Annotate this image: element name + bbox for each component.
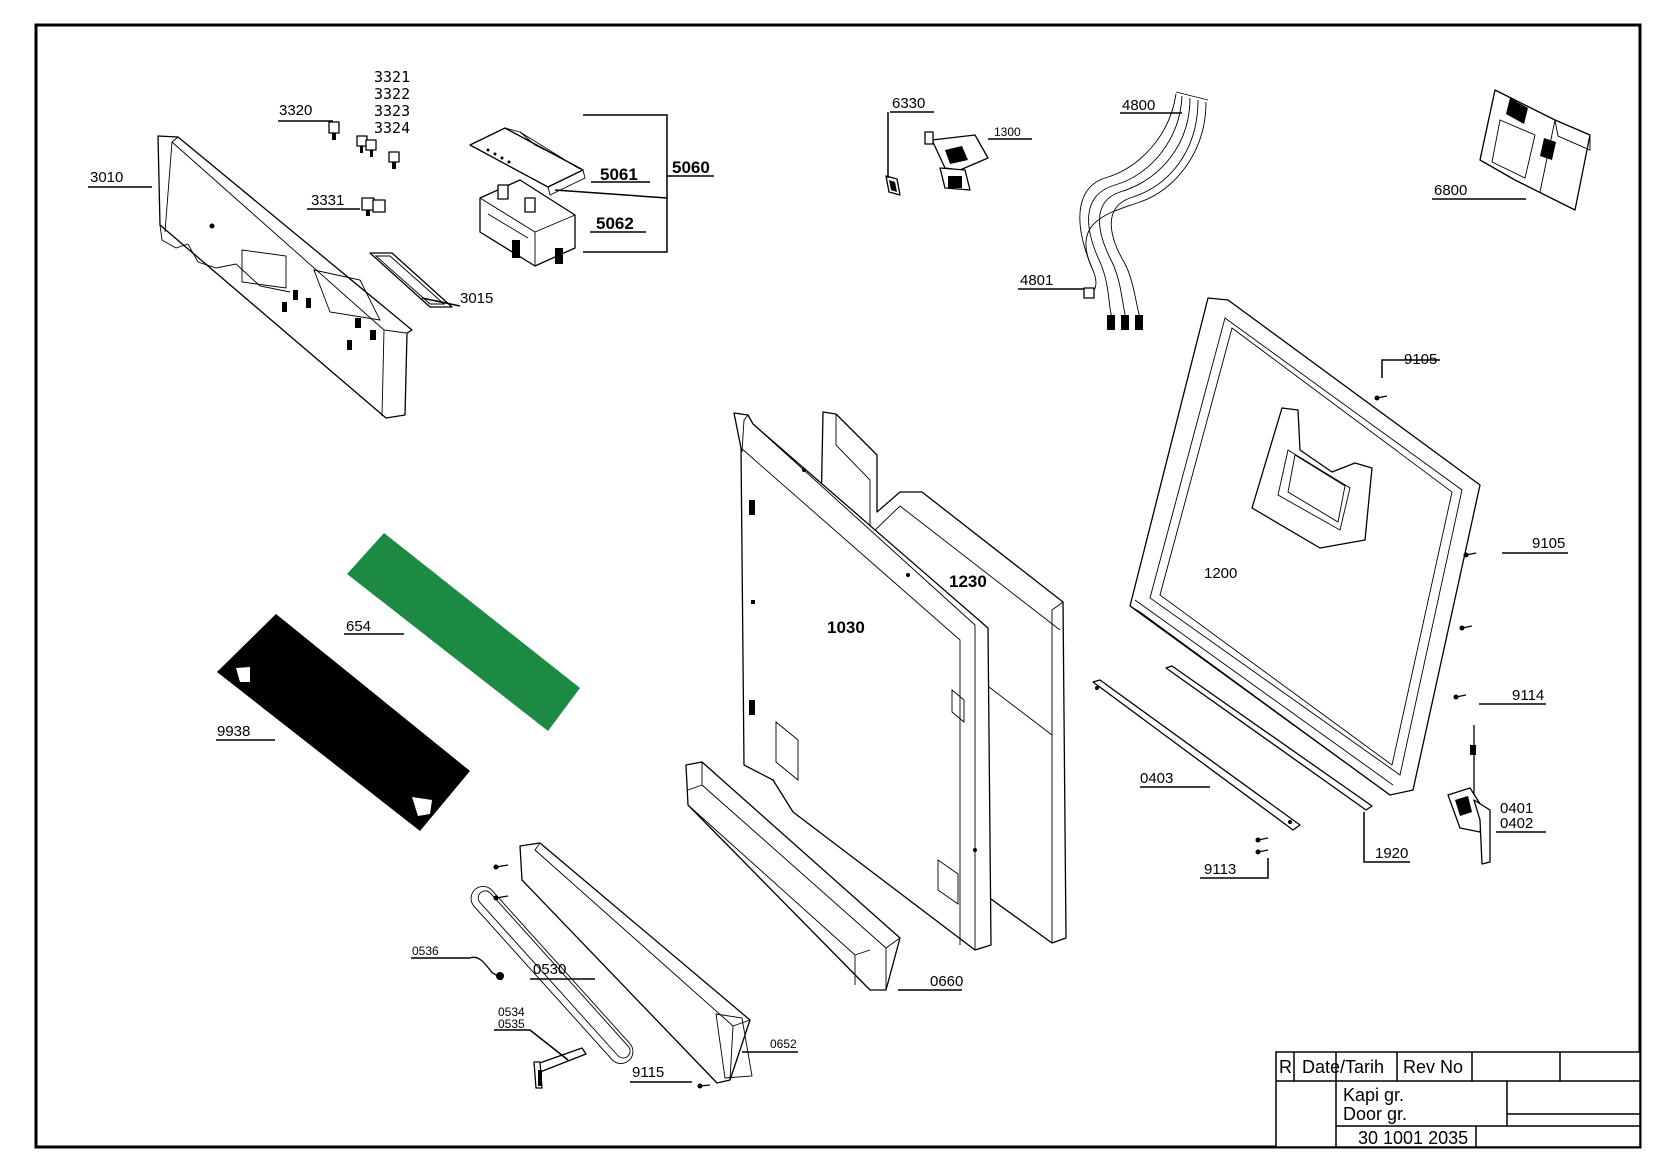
label-9105-top: 9105 <box>1404 351 1437 368</box>
green-insulation-654 <box>347 533 580 731</box>
screws <box>493 395 1477 1089</box>
label-0534: 0534 <box>498 1005 525 1019</box>
button-3331 <box>361 197 386 216</box>
outer-door-1030 <box>733 412 992 951</box>
label-5060: 5060 <box>672 158 710 177</box>
seal-1920 <box>1165 665 1373 811</box>
label-6800: 6800 <box>1434 182 1467 199</box>
label-3322: 3322 <box>374 85 410 103</box>
label-1300: 1300 <box>994 125 1021 139</box>
label-0402: 0402 <box>1500 815 1533 832</box>
strip-0652 <box>715 1013 753 1079</box>
black-insulation-9938 <box>217 614 470 831</box>
label-0535: 0535 <box>498 1017 525 1031</box>
label-4800: 4800 <box>1122 97 1155 114</box>
drawing-frame <box>34 23 1642 1149</box>
hinge-0401-0402 <box>1447 725 1491 865</box>
title-block-revno-header: Rev No <box>1403 1057 1463 1077</box>
foam-block-0660 <box>685 761 901 991</box>
title-block: R Date/Tarih Rev No Kapi gr. Door gr. 30… <box>1275 1051 1641 1148</box>
label-3015: 3015 <box>460 290 493 307</box>
label-3320: 3320 <box>279 102 312 119</box>
label-1030: 1030 <box>827 618 865 637</box>
label-6330: 6330 <box>892 95 925 112</box>
dispenser-6800 <box>1479 89 1591 211</box>
label-0530: 0530 <box>533 961 566 978</box>
label-3331: 3331 <box>311 192 344 209</box>
label-9115: 9115 <box>632 1064 664 1081</box>
label-0660: 0660 <box>930 973 963 990</box>
title-block-name-tr: Kapi gr. <box>1343 1085 1404 1105</box>
label-9113: 9113 <box>1204 861 1236 878</box>
strip-0403 <box>1092 679 1301 831</box>
label-9114: 9114 <box>1512 687 1544 704</box>
label-0403: 0403 <box>1140 770 1173 787</box>
part-labels: 3321 3322 3323 3324 3320 3010 3331 3015 … <box>90 68 1565 1081</box>
title-block-name-en: Door gr. <box>1343 1104 1407 1124</box>
label-9938: 9938 <box>217 723 250 740</box>
label-5061: 5061 <box>600 165 638 184</box>
label-4801: 4801 <box>1020 272 1053 289</box>
label-0401: 0401 <box>1500 800 1533 817</box>
label-1200: 1200 <box>1204 565 1237 582</box>
label-0652: 0652 <box>770 1037 797 1051</box>
bottom-profile-0530 <box>470 842 751 1084</box>
label-9105-right: 9105 <box>1532 535 1565 552</box>
sensor-6330 <box>885 175 901 196</box>
label-1230: 1230 <box>949 572 987 591</box>
inner-door-1200 <box>1129 297 1481 796</box>
label-3324: 3324 <box>374 119 410 137</box>
display-window-3015 <box>369 252 453 308</box>
title-block-date-header: Date/Tarih <box>1302 1057 1384 1077</box>
control-panel-3010 <box>157 135 413 419</box>
label-1920: 1920 <box>1375 845 1408 862</box>
title-block-part-number: 30 1001 2035 <box>1358 1128 1468 1148</box>
knob-parts <box>328 121 400 169</box>
door-lock-1300 <box>924 131 989 191</box>
label-5062: 5062 <box>596 214 634 233</box>
title-block-rev-header: R <box>1279 1057 1292 1077</box>
wire-harness-4800 <box>1079 91 1209 330</box>
module-5062 <box>479 179 576 267</box>
label-654: 654 <box>346 618 371 635</box>
module-5061 <box>469 127 586 196</box>
leader-lines <box>88 111 1568 1083</box>
label-3323: 3323 <box>374 102 410 120</box>
label-0536: 0536 <box>412 944 439 958</box>
label-3010: 3010 <box>90 169 123 186</box>
label-3321: 3321 <box>374 68 410 86</box>
bracket-0534-0535 <box>533 1047 587 1089</box>
